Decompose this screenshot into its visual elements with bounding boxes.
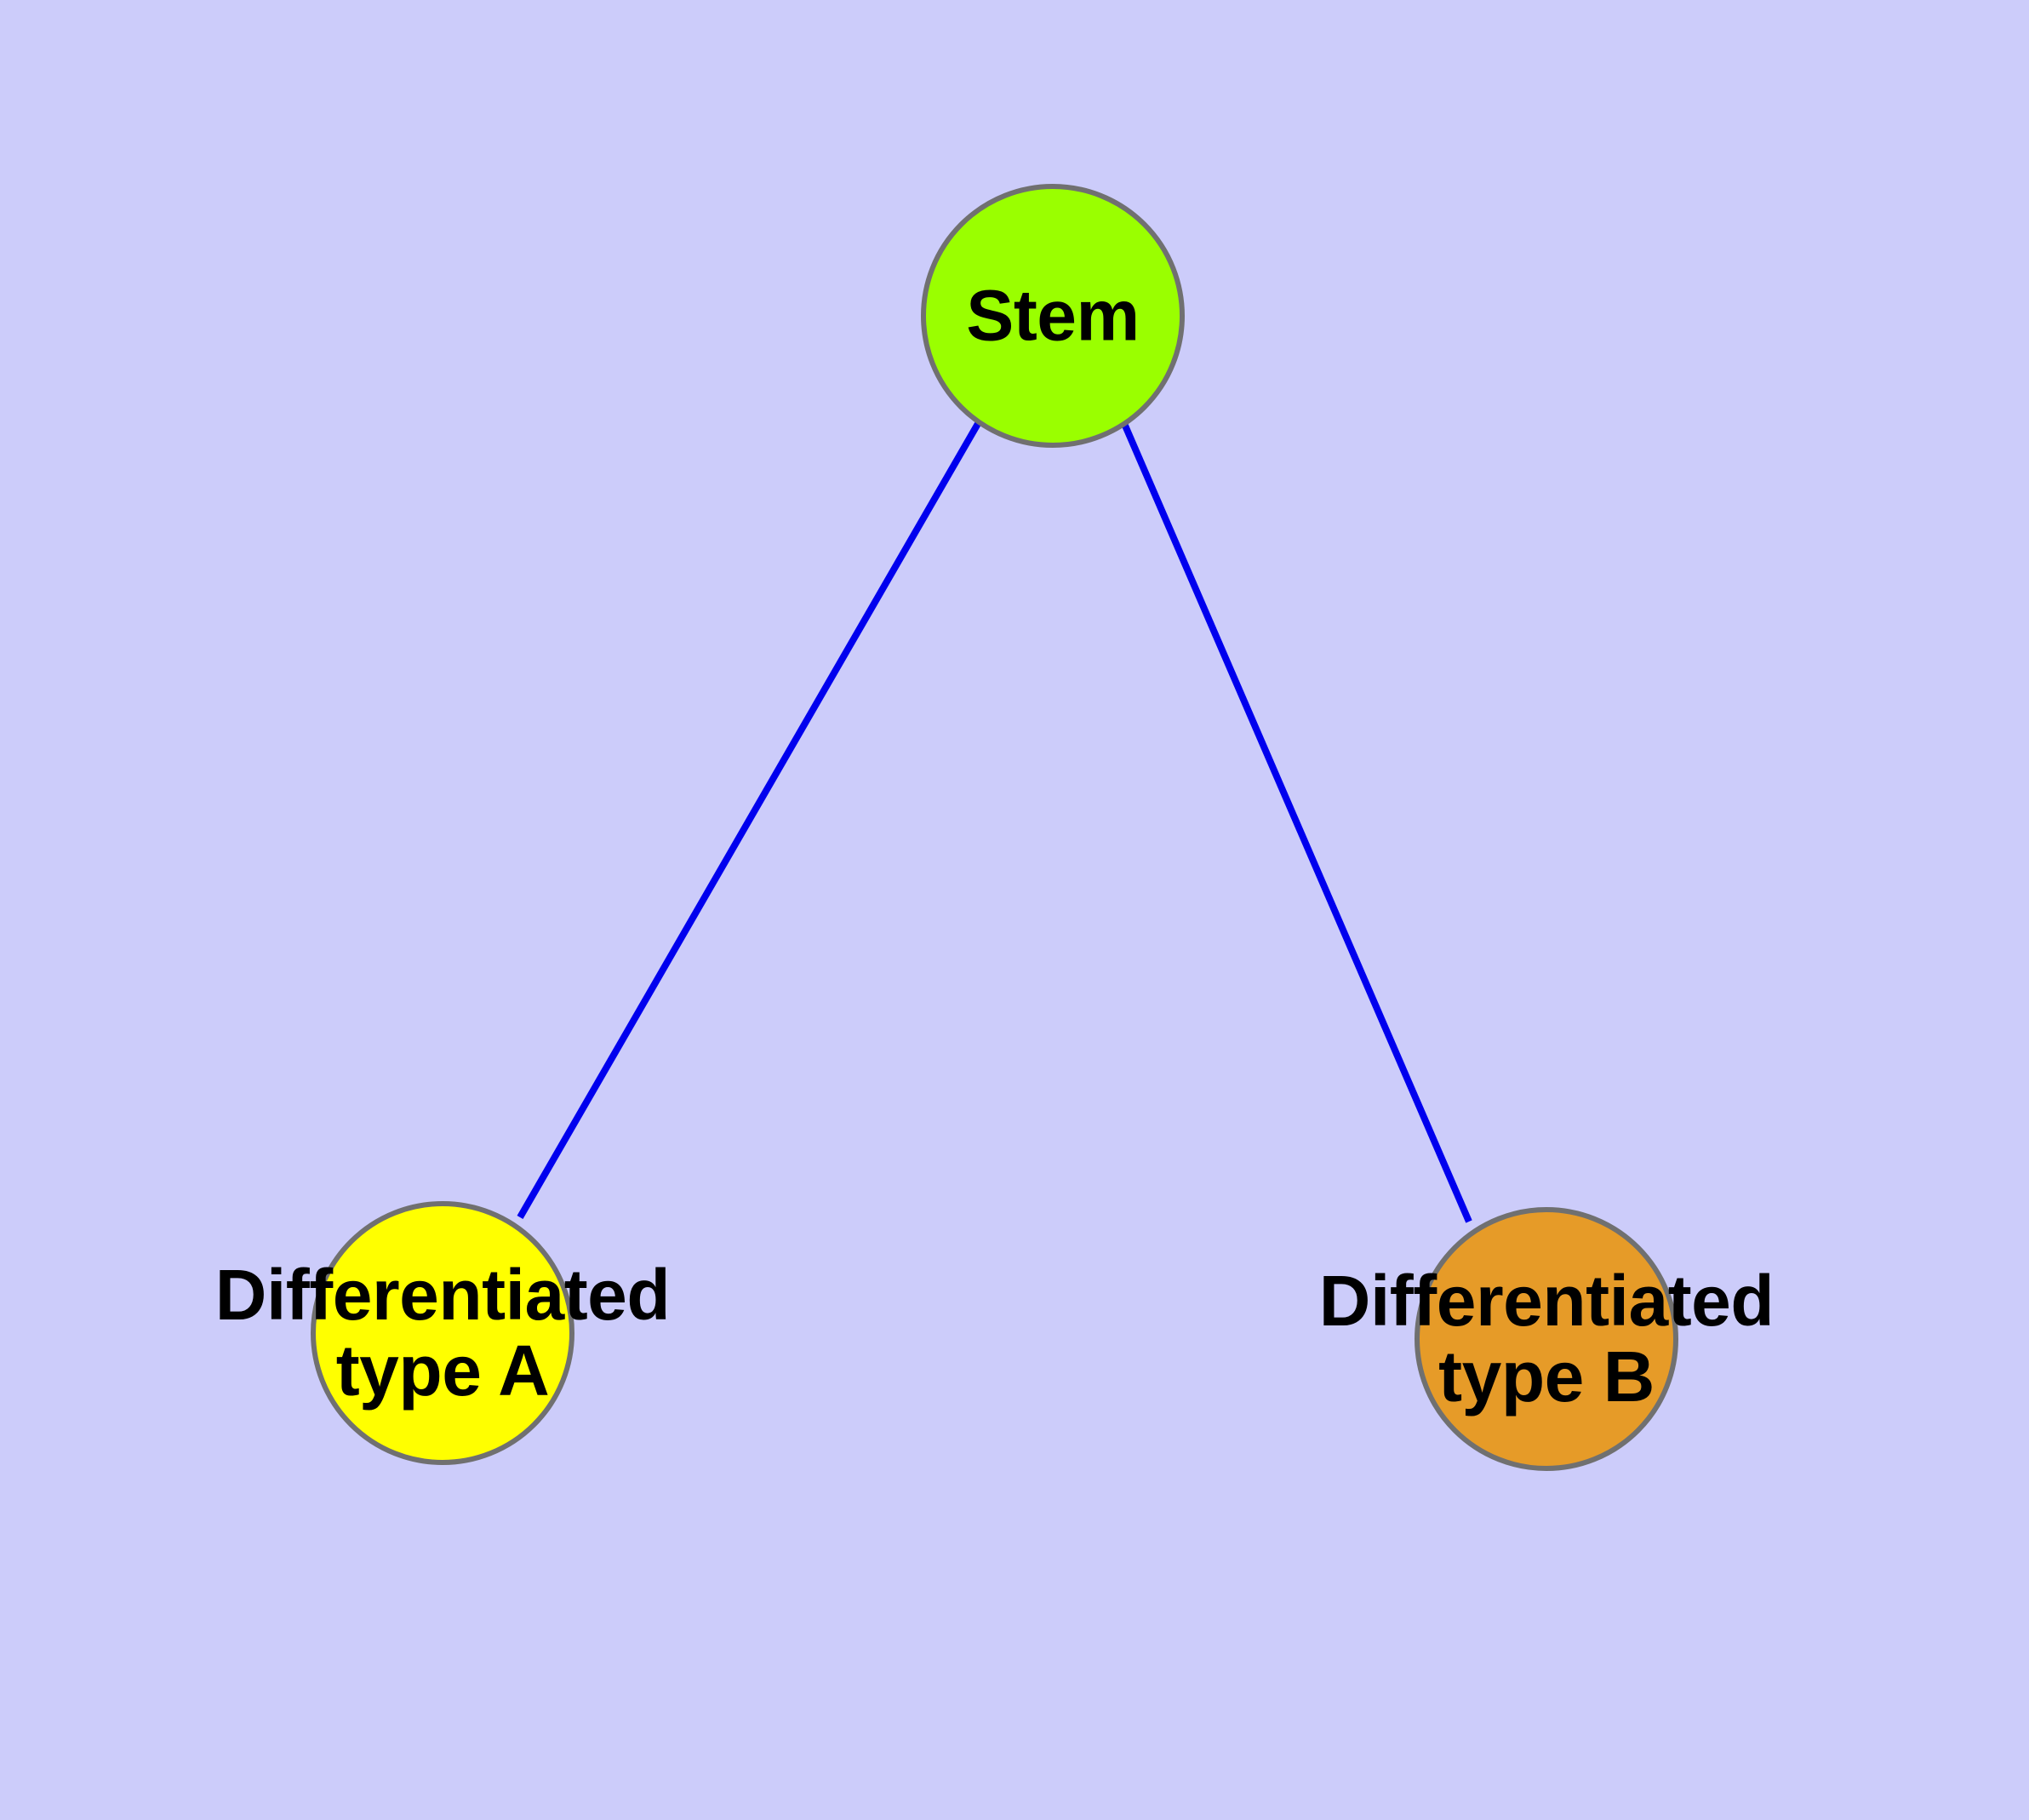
node-layer bbox=[311, 184, 1678, 1471]
node-differentiated-type-a[interactable] bbox=[311, 1201, 574, 1465]
node-stem[interactable] bbox=[921, 184, 1185, 448]
edge-stem-to-type-a bbox=[517, 421, 982, 1219]
node-differentiated-type-b[interactable] bbox=[1415, 1207, 1678, 1471]
edge-layer bbox=[517, 418, 1472, 1223]
edge-stem-to-type-b bbox=[1119, 418, 1472, 1223]
